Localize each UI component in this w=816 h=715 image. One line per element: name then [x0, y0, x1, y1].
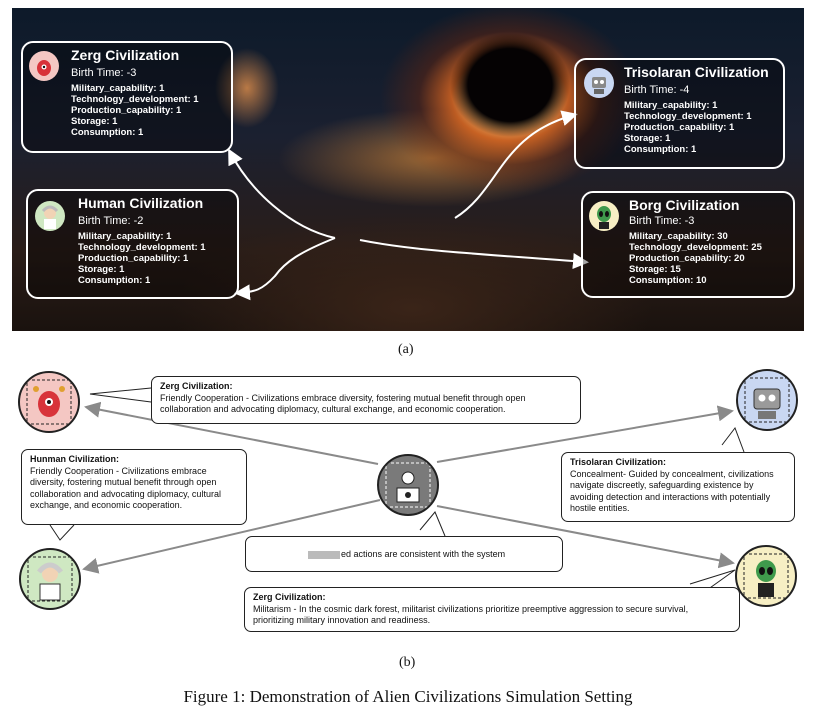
trisolaran-birth-time: Birth Time: -4: [624, 84, 690, 96]
borg-bubble-heading: Zerg Civilization:: [253, 592, 326, 602]
human-birth-time: Birth Time: -2: [78, 215, 144, 227]
trisolaran-node: [736, 369, 798, 431]
zerg-info-card: Zerg Civilization Birth Time: -3 Militar…: [21, 41, 233, 153]
arrow-to-trisolaran-node: [436, 405, 734, 463]
system-speech-bubble: ed actions are consistent with the syste…: [245, 536, 563, 572]
arrow-to-zerg: [228, 148, 336, 239]
figure-caption: Figure 1: Demonstration of Alien Civiliz…: [183, 687, 633, 706]
zerg-node: [18, 371, 80, 433]
borg-card-title: Borg Civilization: [629, 197, 740, 213]
arrow-to-borg: [359, 239, 589, 269]
human-info-card: Human Civilization Birth Time: -2 Milita…: [26, 189, 239, 299]
human-bubble-text: Friendly Cooperation - Civilizations emb…: [30, 465, 221, 511]
trisolaran-card-title: Trisolaran Civilization: [624, 64, 769, 80]
borg-stats: Military_capability: 30 Technology_devel…: [629, 231, 762, 286]
borg-bubble-text: Militarism - In the cosmic dark forest, …: [253, 603, 689, 626]
borg-birth-time: Birth Time: -3: [629, 215, 695, 227]
human-speech-bubble: Hunman Civilization: Friendly Cooperatio…: [21, 449, 247, 525]
zerg-bubble-heading: Zerg Civilization:: [160, 381, 233, 391]
arrow-to-borg-node: [436, 505, 735, 569]
human-node: [19, 548, 81, 610]
trisolaran-bubble-text: Concealment- Guided by concealment, civi…: [570, 468, 774, 514]
blurred-text-block: [308, 550, 340, 559]
arrow-to-human: [234, 237, 336, 301]
trisolaran-speech-bubble: Trisolaran Civilization: Concealment- Gu…: [561, 452, 795, 522]
trisolaran-avatar: [584, 68, 614, 98]
system-bubble-text: ed actions are consistent with the syste…: [341, 549, 506, 559]
trisolaran-info-card: Trisolaran Civilization Birth Time: -4 M…: [574, 58, 785, 169]
zerg-card-title: Zerg Civilization: [71, 47, 180, 63]
borg-speech-bubble: Zerg Civilization: Militarism - In the c…: [244, 587, 740, 632]
human-bubble-heading: Hunman Civilization:: [30, 454, 120, 464]
system-node: [377, 454, 439, 516]
trisolaran-bubble-heading: Trisolaran Civilization:: [570, 457, 667, 467]
panel-b-caption: (b): [399, 655, 416, 670]
panel-a-caption: (a): [398, 342, 414, 357]
borg-node: [735, 545, 797, 607]
zerg-speech-bubble: Zerg Civilization: Friendly Cooperation …: [151, 376, 581, 424]
trisolaran-stats: Military_capability: 1 Technology_develo…: [624, 100, 752, 155]
zerg-avatar: [29, 51, 59, 81]
human-card-title: Human Civilization: [78, 195, 204, 211]
black-hole-background: [12, 8, 804, 331]
arrow-to-trisolaran: [454, 110, 578, 219]
borg-info-card: Borg Civilization Birth Time: -3 Militar…: [581, 191, 795, 298]
human-avatar: [35, 201, 65, 231]
zerg-stats: Military_capability: 1 Technology_develo…: [71, 83, 199, 138]
arrow-to-zerg-node: [84, 401, 379, 465]
borg-avatar: [589, 201, 619, 231]
zerg-birth-time: Birth Time: -3: [71, 67, 137, 79]
zerg-bubble-text: Friendly Cooperation - Civilizations emb…: [160, 392, 526, 415]
arrow-to-human-node: [82, 499, 381, 574]
human-stats: Military_capability: 1 Technology_develo…: [78, 231, 206, 286]
